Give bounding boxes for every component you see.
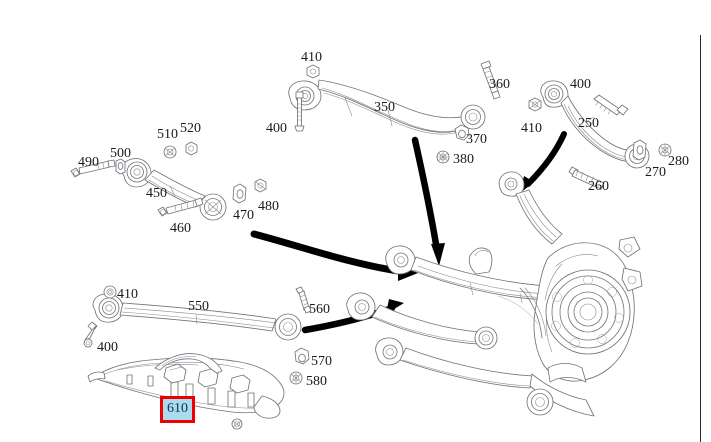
part-label-580: 580 bbox=[306, 374, 327, 389]
part-510-nut bbox=[163, 145, 177, 159]
assembly-arrows bbox=[250, 131, 567, 334]
part-label-400-top: 400 bbox=[570, 77, 591, 92]
part-label-550: 550 bbox=[188, 299, 209, 314]
part-260-bolt bbox=[568, 166, 605, 190]
part-380-nut bbox=[436, 150, 450, 164]
part-label-560: 560 bbox=[309, 302, 330, 317]
arrow-350-to-assembly bbox=[411, 136, 441, 254]
part-570-washer bbox=[294, 347, 310, 365]
selected-part-label-610[interactable]: 610 bbox=[160, 396, 195, 423]
part-label-280: 280 bbox=[668, 154, 689, 169]
part-label-480: 480 bbox=[258, 199, 279, 214]
part-370-washer bbox=[454, 124, 470, 141]
part-label-450: 450 bbox=[146, 186, 167, 201]
part-480-nut bbox=[254, 178, 267, 193]
part-280-nut bbox=[658, 143, 672, 157]
part-label-520: 520 bbox=[180, 121, 201, 136]
part-label-470: 470 bbox=[233, 208, 254, 223]
part-label-460: 460 bbox=[170, 221, 191, 236]
part-560-bolt bbox=[295, 286, 312, 314]
part-610-bracket bbox=[87, 353, 285, 419]
arrow-450-to-assembly bbox=[250, 230, 408, 276]
part-label-500: 500 bbox=[110, 146, 131, 161]
main-suspension-assembly bbox=[346, 171, 643, 417]
part-label-250: 250 bbox=[578, 116, 599, 131]
part-label-490: 490 bbox=[78, 155, 99, 170]
part-350-camber-arm bbox=[288, 79, 486, 135]
part-label-370: 370 bbox=[466, 132, 487, 147]
part-460-bolt bbox=[157, 197, 204, 217]
part-label-260: 260 bbox=[588, 179, 609, 194]
part-270-washer bbox=[632, 139, 647, 161]
part-label-350: 350 bbox=[374, 100, 395, 115]
part-450-arm bbox=[121, 158, 227, 221]
part-410-nut-top bbox=[306, 64, 320, 79]
part-label-410-bot: 410 bbox=[117, 287, 138, 302]
part-label-360: 360 bbox=[489, 77, 510, 92]
part-580-nut bbox=[289, 371, 303, 385]
part-label-400-left: 400 bbox=[266, 121, 287, 136]
part-410-nut-right bbox=[528, 97, 542, 112]
part-470-washer bbox=[232, 183, 247, 204]
part-label-400-bot: 400 bbox=[97, 340, 118, 355]
part-520-nut bbox=[185, 141, 198, 156]
part-label-510: 510 bbox=[157, 127, 178, 142]
part-label-410-right: 410 bbox=[521, 121, 542, 136]
part-410-nut-bottom bbox=[103, 285, 117, 299]
part-label-380: 380 bbox=[453, 152, 474, 167]
part-bracket-fastener bbox=[231, 418, 243, 430]
part-label-270: 270 bbox=[645, 165, 666, 180]
part-500-washer bbox=[115, 158, 126, 175]
part-400-bolt-topright bbox=[593, 94, 629, 116]
part-400-bolt-left bbox=[294, 91, 305, 132]
part-400-bolt-bottom bbox=[83, 321, 98, 348]
part-label-410-top: 410 bbox=[301, 50, 322, 65]
part-label-570: 570 bbox=[311, 354, 332, 369]
part-490-bolt bbox=[70, 159, 116, 178]
part-360-bolt bbox=[480, 60, 501, 100]
panel-divider bbox=[700, 35, 701, 442]
part-550-toe-link bbox=[92, 293, 302, 341]
arrow-250-to-assembly bbox=[525, 131, 567, 187]
bracket-ribs bbox=[126, 374, 255, 408]
